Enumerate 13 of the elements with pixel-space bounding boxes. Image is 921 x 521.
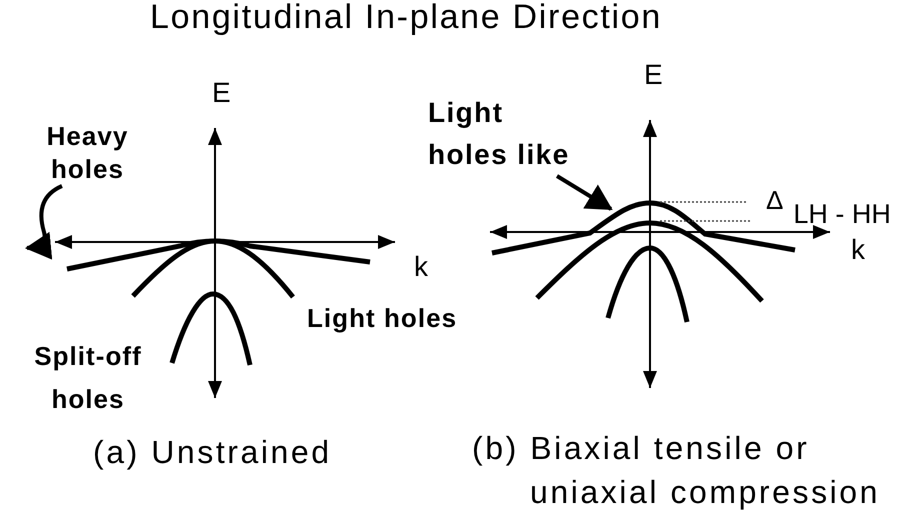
band-label: Split-off holes xyxy=(33,340,143,416)
axis-label: k xyxy=(414,253,428,281)
axis-label: E xyxy=(212,79,231,107)
panel-caption: (a) Unstrained xyxy=(93,436,332,468)
diagram-title: Longitudinal In-plane Direction xyxy=(150,0,662,34)
band-label: Heavy holes xyxy=(35,120,140,186)
band-label: Light holes like xyxy=(428,92,580,176)
axis-label: k xyxy=(851,236,865,264)
band-label: Light holes xyxy=(307,305,458,331)
panel-caption: (b) Biaxial tensile or uniaxial compression xyxy=(472,429,882,512)
arrow xyxy=(556,174,613,211)
arrow xyxy=(25,184,63,259)
axis-label: E xyxy=(644,61,663,89)
